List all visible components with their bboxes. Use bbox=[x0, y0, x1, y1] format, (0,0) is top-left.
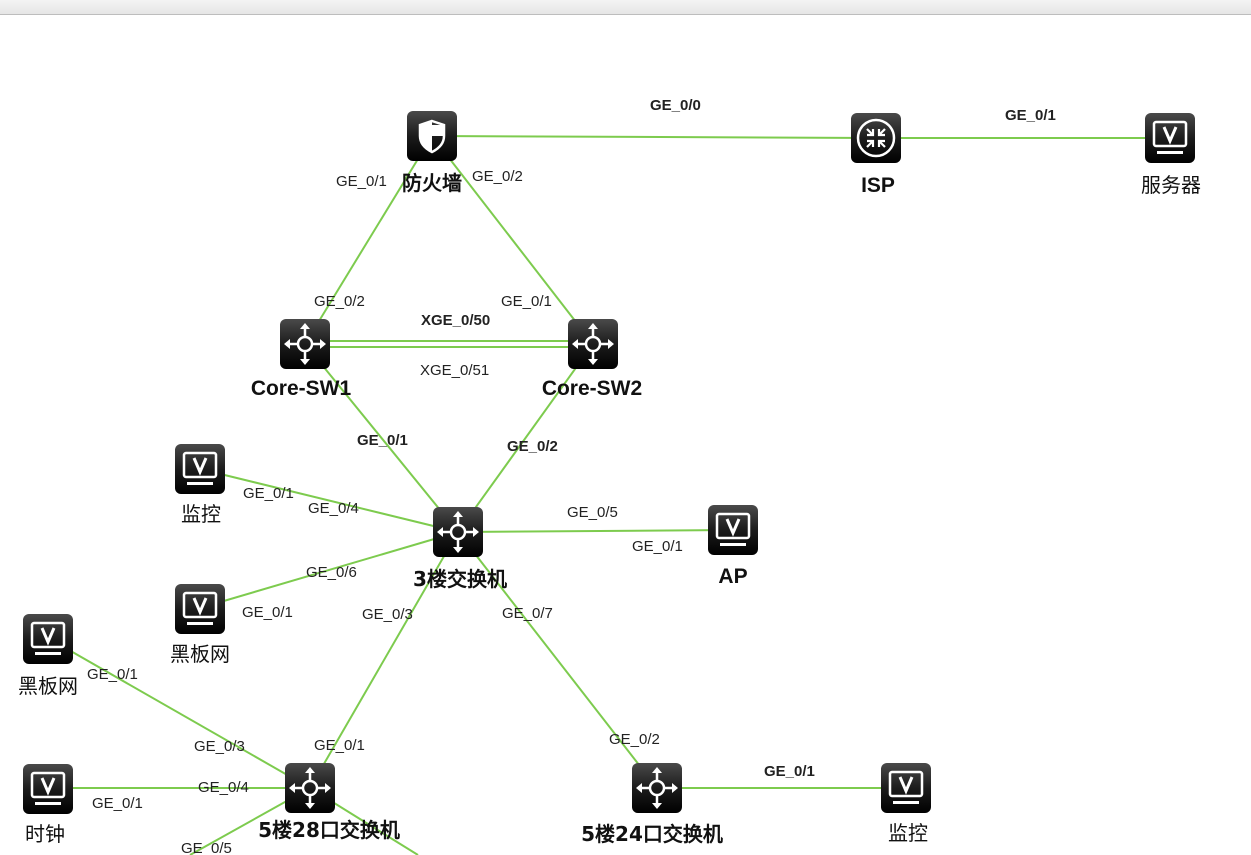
port-label: GE_0/3 bbox=[362, 606, 413, 623]
monitor-icon bbox=[1145, 113, 1195, 163]
node-label-monitor-left: 监控 bbox=[181, 502, 221, 526]
node-label-server: 服务器 bbox=[1141, 173, 1201, 197]
node-label-monitor-right: 监控 bbox=[888, 821, 928, 845]
node-server[interactable] bbox=[1145, 113, 1195, 163]
monitor-icon bbox=[23, 764, 73, 814]
port-label: GE_0/1 bbox=[87, 666, 138, 683]
port-label: GE_0/4 bbox=[308, 500, 359, 517]
node-switch-5f-28[interactable] bbox=[285, 763, 335, 813]
node-label-blackboard-outer: 黑板网 bbox=[18, 674, 78, 698]
node-switch-3f[interactable] bbox=[433, 507, 483, 557]
switch-icon bbox=[433, 507, 483, 557]
port-label: GE_0/3 bbox=[194, 738, 245, 755]
port-label: GE_0/0 bbox=[650, 97, 701, 114]
link-blackboard-3f[interactable] bbox=[199, 531, 459, 609]
monitor-icon bbox=[175, 444, 225, 494]
node-firewall[interactable] bbox=[407, 111, 457, 161]
port-label: GE_0/1 bbox=[336, 173, 387, 190]
link-firewall-coresw2[interactable] bbox=[431, 135, 594, 345]
link-3f-5f28[interactable] bbox=[309, 531, 459, 789]
node-isp[interactable] bbox=[851, 113, 901, 163]
port-label: GE_0/1 bbox=[357, 432, 408, 449]
links bbox=[47, 135, 1170, 855]
port-label: GE_0/4 bbox=[198, 779, 249, 796]
switch-icon bbox=[568, 319, 618, 369]
port-labels: GE_0/0 GE_0/1 GE_0/1 GE_0/2 GE_0/2 GE_0/… bbox=[87, 97, 1056, 855]
port-label: GE_0/2 bbox=[314, 293, 365, 310]
node-core-sw2[interactable] bbox=[568, 319, 618, 369]
node-label-switch-5f-28: 5楼28口交换机 bbox=[258, 818, 400, 842]
port-label: GE_0/1 bbox=[764, 763, 815, 780]
switch-icon bbox=[285, 763, 335, 813]
link-coresw1-3f[interactable] bbox=[304, 343, 459, 533]
node-clock[interactable] bbox=[23, 764, 73, 814]
link-firewall-coresw1[interactable] bbox=[304, 135, 433, 345]
firewall-icon bbox=[407, 111, 457, 161]
port-label: GE_0/6 bbox=[306, 564, 357, 581]
monitor-icon bbox=[881, 763, 931, 813]
link-blackboard-outer-5f28[interactable] bbox=[47, 637, 311, 789]
link-monitor-3f[interactable] bbox=[199, 468, 459, 533]
node-label-core-sw1: Core-SW1 bbox=[251, 377, 352, 400]
port-label: XGE_0/51 bbox=[420, 362, 489, 379]
node-label-clock: 时钟 bbox=[25, 822, 65, 846]
window-top-bar bbox=[0, 0, 1251, 15]
monitor-icon bbox=[708, 505, 758, 555]
link-3f-5f24[interactable] bbox=[457, 531, 658, 789]
node-monitor-right[interactable] bbox=[881, 763, 931, 813]
node-monitor-left[interactable] bbox=[175, 444, 225, 494]
port-label: GE_0/1 bbox=[1005, 107, 1056, 124]
node-label-ap: AP bbox=[718, 565, 747, 588]
node-label-firewall: 防火墙 bbox=[402, 171, 462, 195]
port-label: GE_0/1 bbox=[314, 737, 365, 754]
node-label-isp: ISP bbox=[861, 174, 895, 197]
port-label: XGE_0/50 bbox=[421, 312, 490, 329]
port-label: GE_0/7 bbox=[502, 605, 553, 622]
port-label: GE_0/1 bbox=[242, 604, 293, 621]
node-switch-5f-24[interactable] bbox=[632, 763, 682, 813]
switch-icon bbox=[280, 319, 330, 369]
node-label-switch-3f: 3楼交换机 bbox=[413, 567, 507, 591]
port-label: GE_0/5 bbox=[567, 504, 618, 521]
port-label: GE_0/1 bbox=[501, 293, 552, 310]
link-coresw2-3f[interactable] bbox=[457, 343, 594, 533]
port-label: GE_0/1 bbox=[243, 485, 294, 502]
node-ap[interactable] bbox=[708, 505, 758, 555]
router-icon bbox=[851, 113, 901, 163]
node-core-sw1[interactable] bbox=[280, 319, 330, 369]
port-label: GE_0/2 bbox=[472, 168, 523, 185]
node-label-blackboard-inner: 黑板网 bbox=[170, 642, 230, 666]
node-label-switch-5f-24: 5楼24口交换机 bbox=[581, 822, 723, 846]
switch-icon bbox=[632, 763, 682, 813]
node-blackboard-outer[interactable] bbox=[23, 614, 73, 664]
node-blackboard-inner[interactable] bbox=[175, 584, 225, 634]
port-label: GE_0/2 bbox=[507, 438, 558, 455]
monitor-icon bbox=[175, 584, 225, 634]
link-3f-ap[interactable] bbox=[457, 529, 734, 533]
port-label: GE_0/1 bbox=[632, 538, 683, 555]
port-label: GE_0/2 bbox=[609, 731, 660, 748]
port-label: GE_0/1 bbox=[92, 795, 143, 812]
port-label: GE_0/5 bbox=[181, 840, 232, 855]
monitor-icon bbox=[23, 614, 73, 664]
node-label-core-sw2: Core-SW2 bbox=[542, 377, 642, 400]
link-firewall-isp[interactable] bbox=[431, 135, 877, 139]
